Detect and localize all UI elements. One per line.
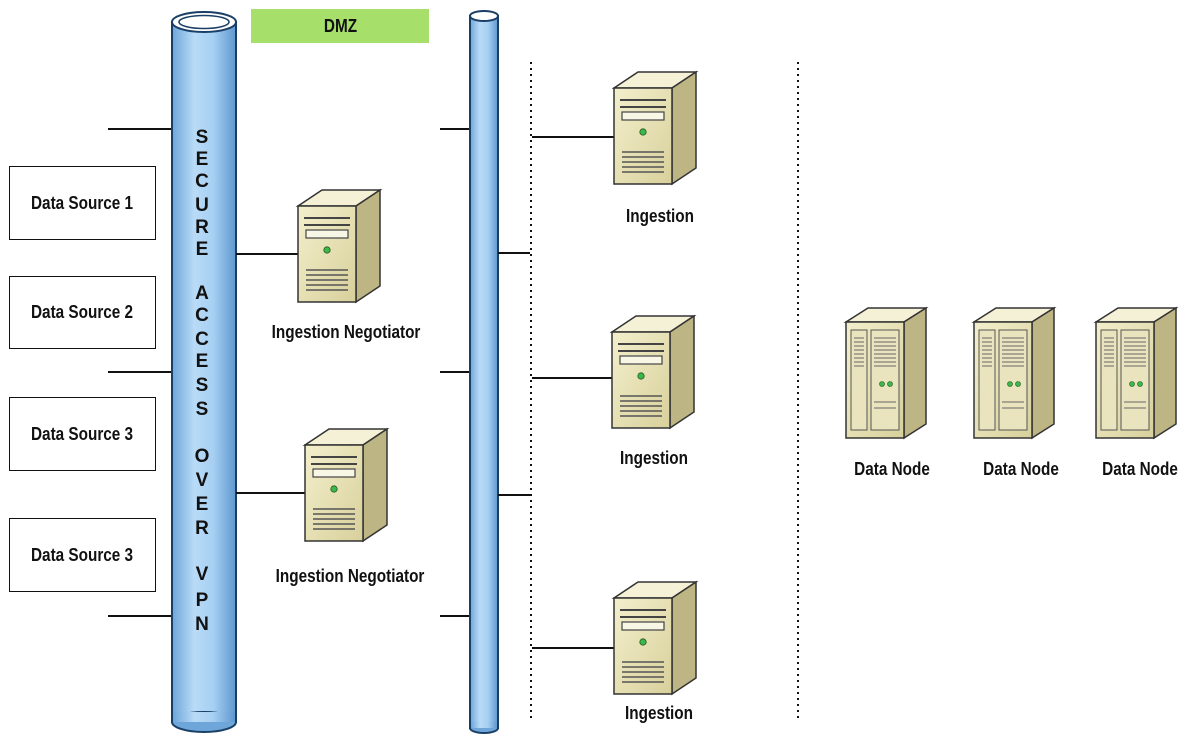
vpn-letter: S [195, 399, 209, 420]
ingestion-connectors [498, 136, 618, 649]
vpn-letter: E [195, 149, 209, 170]
ingestion-server-icon [609, 314, 697, 430]
vpn-letter: E [195, 494, 209, 515]
vpn-pipe [171, 11, 237, 733]
vpn-letter: E [195, 239, 209, 260]
data-source-label: Data Source 3 [31, 423, 134, 444]
ingestion-label: Ingestion [626, 206, 694, 226]
vpn-letter: C [195, 305, 209, 326]
negotiator-label: Ingestion Negotiator [271, 322, 421, 342]
data-source-label: Data Source 1 [31, 192, 134, 213]
data-node-label: Data Node [1102, 459, 1178, 479]
vpn-letter: C [195, 171, 209, 192]
server-group [295, 70, 1179, 696]
vpn-letter: C [195, 329, 209, 350]
data-source-box: Data Source 2 [9, 276, 156, 349]
vpn-letter: E [195, 351, 209, 372]
dmz-label: DMZ [251, 9, 429, 43]
data-node-label: Data Node [854, 459, 930, 479]
vpn-letter: N [195, 614, 209, 635]
data-node-label: Data Node [983, 459, 1059, 479]
vpn-letter: S [195, 375, 209, 396]
data-node-server-icon [971, 306, 1057, 440]
vpn-letter: R [195, 217, 209, 238]
vpn-letter: P [195, 590, 209, 611]
negotiator-connectors [236, 253, 305, 494]
vpn-letter: V [195, 564, 209, 585]
vpn-letter: U [195, 195, 209, 216]
negotiator-label: Ingestion Negotiator [275, 566, 425, 586]
dmz-label-text: DMZ [323, 15, 357, 36]
zone-dividers [530, 62, 799, 718]
data-source-box: Data Source 1 [9, 166, 156, 240]
data-node-server-icon [1093, 306, 1179, 440]
data-source-box: Data Source 3 [9, 397, 156, 471]
source-connectors [108, 128, 172, 617]
ingestion-server-icon [611, 70, 699, 186]
vpn-letter: O [194, 446, 210, 467]
data-node-server-icon [843, 306, 929, 440]
negotiator-server-icon [295, 188, 383, 304]
vpn-letter: R [195, 518, 209, 539]
vpn-letter: S [195, 127, 209, 148]
negotiator-server-icon [302, 427, 390, 543]
data-source-label: Data Source 2 [31, 302, 134, 322]
vpn-letter: A [195, 283, 209, 304]
vpn-letter: V [195, 470, 209, 491]
data-source-box: Data Source 3 [9, 518, 156, 592]
dmz-pipe [469, 10, 499, 734]
data-source-label: Data Source 3 [31, 544, 134, 565]
ingestion-label: Ingestion [625, 703, 693, 723]
ingestion-server-icon [611, 580, 699, 696]
dmz-pipe-left-connectors [440, 128, 470, 617]
ingestion-label: Ingestion [620, 448, 688, 468]
